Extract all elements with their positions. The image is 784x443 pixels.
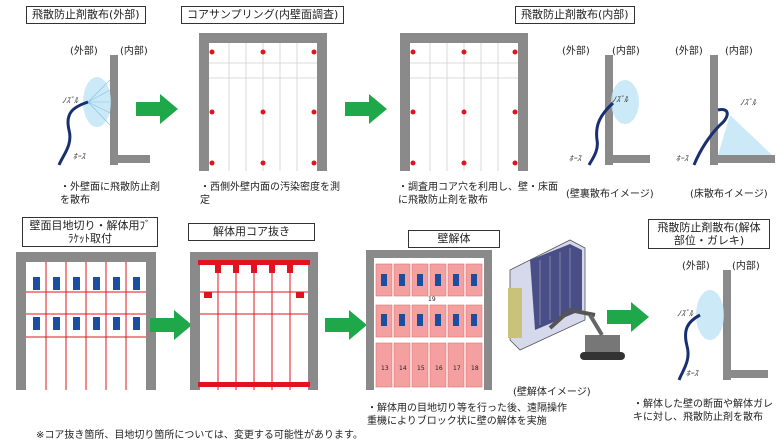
nozzle-label: ﾉｽﾞﾙ [62,96,78,105]
step6-note: ・解体用の目地切り等を行った後、遠隔操作重機によりブロック状に壁の解体を実施 [367,403,567,427]
inner-spray-diagram [400,33,528,171]
inner-label: (内部) [120,46,148,57]
nozzle-label: ﾉｽﾞﾙ [740,98,756,107]
green-arrow [325,310,367,340]
step4-title: 壁面目地切り・解体用ﾌﾞﾗｹｯﾄ取付 [22,217,158,247]
block-number: 14 [399,365,407,372]
inner-label: (内部) [725,46,753,57]
hose-label: ﾎｰｽ [676,154,688,163]
block-number: 17 [453,365,461,372]
block-number: 16 [435,365,443,372]
demolition-caption: (壁解体イメージ) [513,387,591,398]
floor-caption: (床散布イメージ) [690,189,768,200]
step6-title: 壁解体 [408,230,500,248]
green-arrow [136,94,178,124]
hose-label: ﾎｰｽ [569,154,581,163]
block-number: 15 [417,365,425,372]
core-sampling-diagram [199,33,327,171]
green-arrow [150,310,192,340]
footnote: ※コア抜き箇所、目地切り箇所については、変更する可能性があります。 [36,430,363,441]
step1-wall-diagram [57,55,150,166]
floor-spray-diagram [692,55,775,166]
outer-label: (外部) [682,261,710,272]
step3-note: ・調査用コア穴を利用し、壁・床面に飛散防止剤を散布 [398,182,558,206]
outer-label: (外部) [70,46,98,57]
demolition-machine-image [508,239,625,360]
step7-title: 飛散防止剤散布(解体部位・ガレキ) [648,219,770,249]
outer-label: (外部) [675,46,703,57]
step5-title: 解体用コア抜き [188,223,315,241]
nozzle-label: ﾉｽﾞﾙ [612,95,628,104]
block-number: 13 [381,365,389,372]
step2-title: コアサンプリング(内壁面調査) [181,6,345,24]
step2-note: ・西側外壁内面の汚染密度を測定 [200,182,340,206]
wall-demolition-diagram [366,250,492,390]
step7-note: ・解体した壁の断面や解体ガレキに対し、飛散防止剤を散布 [633,399,773,423]
green-arrow [607,302,649,332]
block-number: 19 [428,296,436,303]
hose-label: ﾎｰｽ [73,152,85,161]
inner-label: (内部) [732,261,760,272]
inner-label: (内部) [612,46,640,57]
joint-cutting-diagram [16,252,156,390]
hose-label: ﾎｰｽ [686,369,698,378]
core-drilling-diagram [190,252,318,390]
debris-spray-diagram [677,270,768,381]
wall-back-caption: (壁裏散布イメージ) [566,189,654,200]
green-arrow [345,94,387,124]
step1-note: ・外壁面に飛散防止剤を散布 [60,182,160,206]
block-number: 18 [471,365,479,372]
nozzle-label: ﾉｽﾞﾙ [677,309,693,318]
step1-title: 飛散防止剤散布(外部) [26,6,146,24]
step3-title: 飛散防止剤散布(内部) [515,6,635,24]
outer-label: (外部) [562,46,590,57]
wall-back-spray-diagram [587,55,650,166]
